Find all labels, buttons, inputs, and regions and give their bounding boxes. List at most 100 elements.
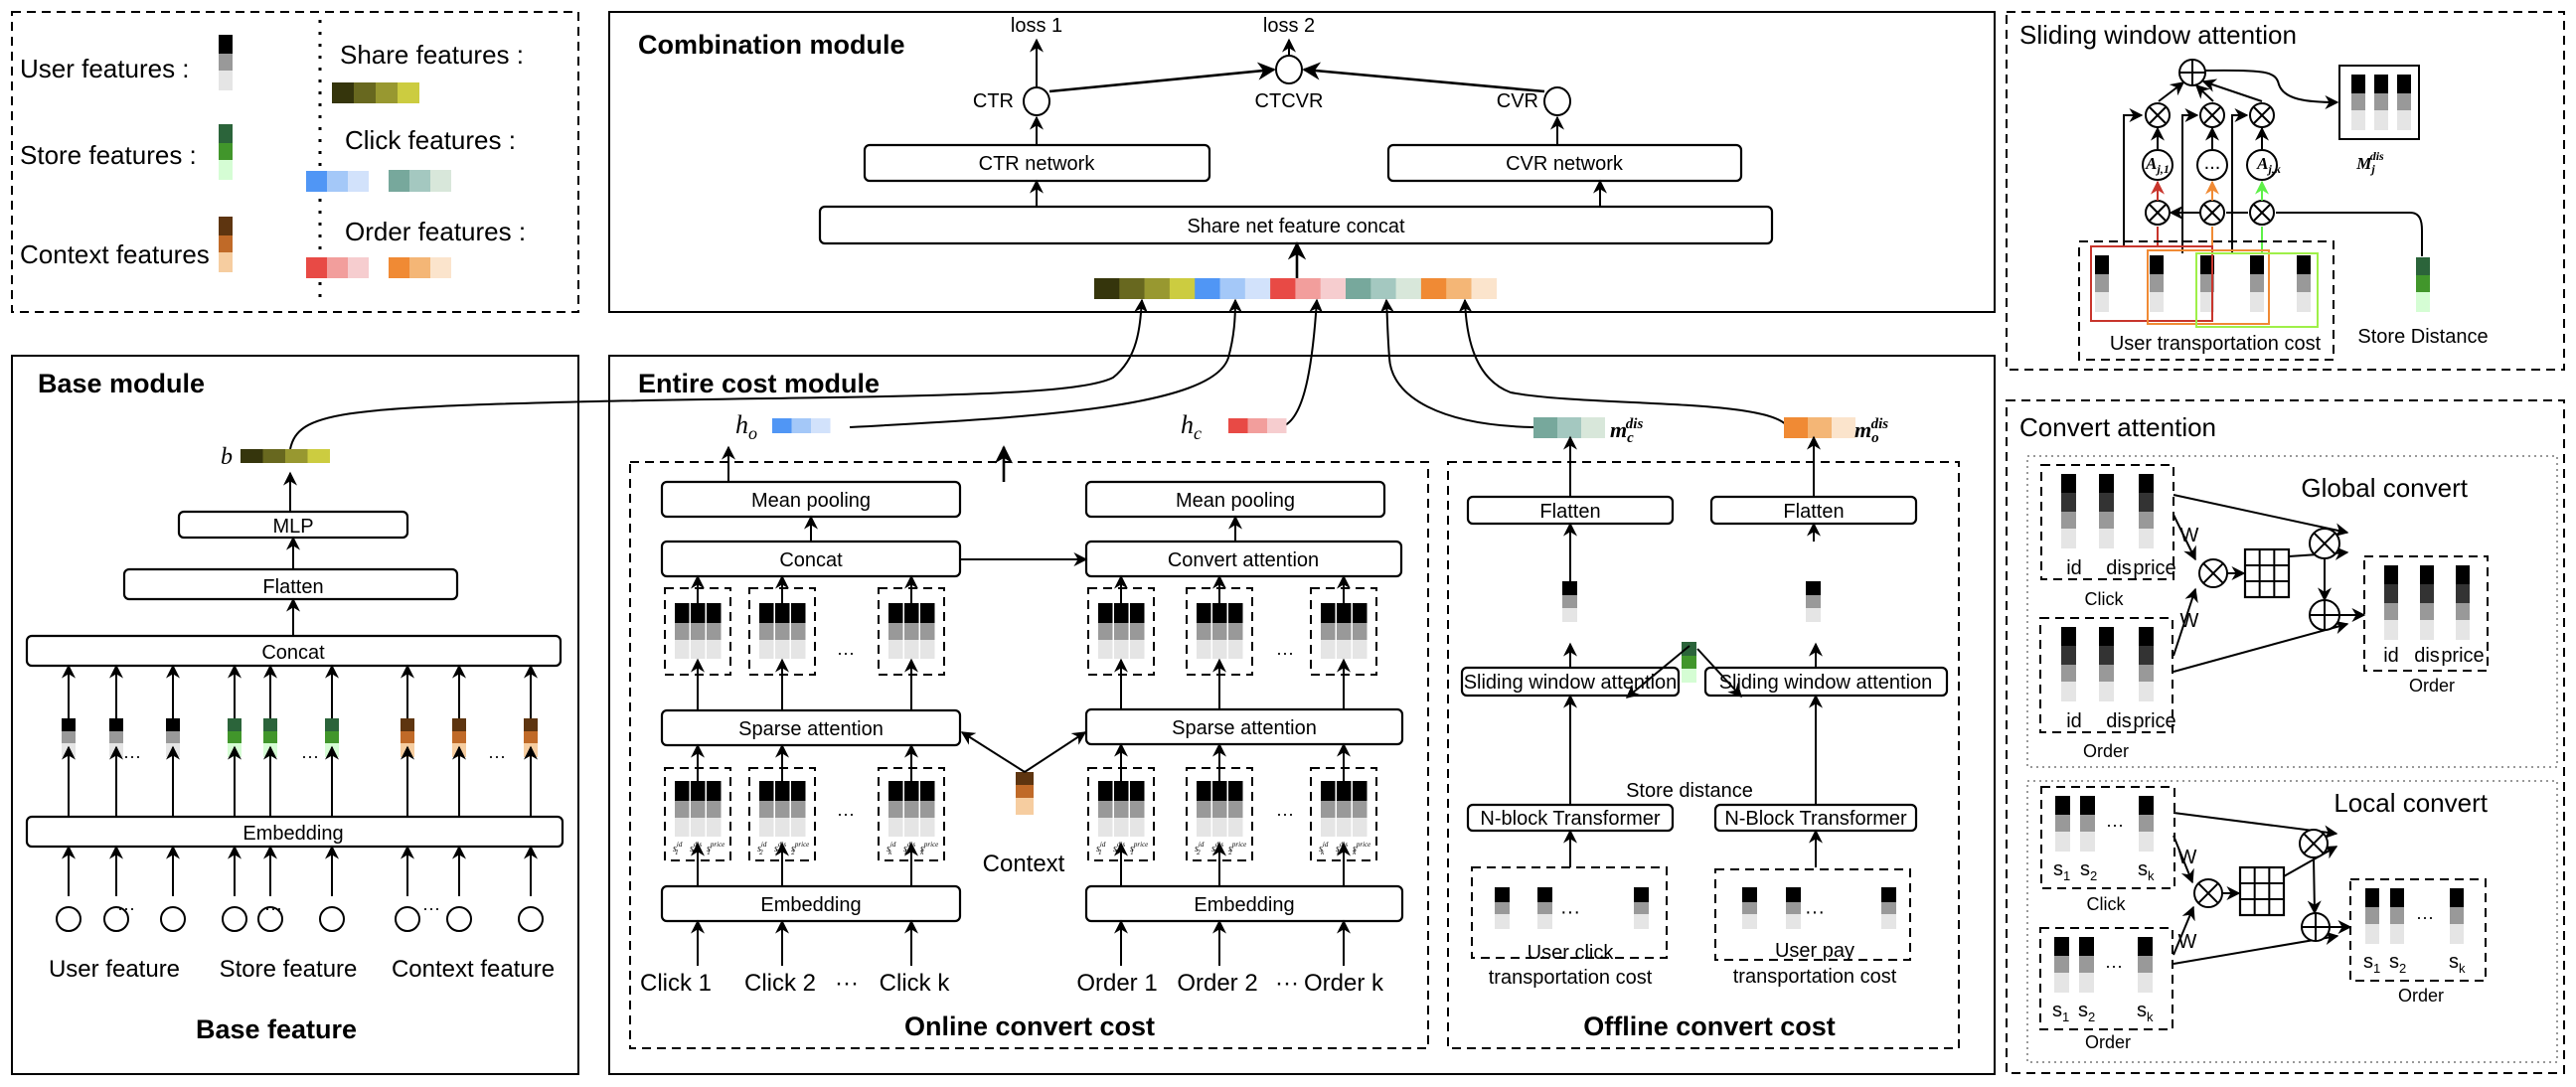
input-feature-node (446, 906, 472, 932)
online-concat-label: Concat (779, 549, 843, 571)
user-cost-cell (2200, 255, 2214, 274)
sequence-embedding-cell (1321, 818, 1336, 837)
sequence-embedding-cell (759, 640, 774, 659)
sliding-window-panel: Sliding window attention Aj,1 ... Aj,k (2006, 11, 2565, 371)
combined-vector-cell (1420, 278, 1447, 299)
base-concat-label: Concat (261, 642, 325, 664)
combined-vector-cell (1169, 278, 1196, 299)
m-dis-cell (2397, 93, 2411, 110)
sequence-embedding-cell (707, 801, 722, 818)
convert-attention-panel: Convert attention Global convert id dis … (2006, 399, 2565, 1074)
legend-share-cell (332, 82, 354, 103)
global-output-cell (2456, 565, 2470, 584)
sequence-embedding-cell (1212, 640, 1227, 659)
ellipsis: ··· (123, 746, 141, 766)
store-distance-vector (1682, 642, 1742, 699)
legend-click-swatch (306, 170, 451, 192)
user-pay-cost-box (1714, 868, 1911, 961)
m-c-dis-vector (1533, 417, 1605, 438)
attention-output-cell (1562, 581, 1577, 595)
connector-curves (289, 298, 1790, 450)
transportation-cost-cell (1537, 902, 1552, 914)
entire-cost-module: Entire cost module ho hc mcdis modis Mea… (608, 355, 1996, 1075)
loss1-label: loss 1 (1011, 15, 1062, 37)
transportation-cost-cell (1742, 887, 1757, 902)
base-embedding-box (25, 815, 564, 849)
b-vector-cell (307, 449, 330, 463)
g-order-id: id (2066, 710, 2082, 732)
local-order-cell (2054, 937, 2069, 956)
global-order-cell (2139, 646, 2154, 665)
h-o-vector (772, 418, 831, 433)
sequence-embedding-cell (1321, 603, 1336, 623)
ellipsis: ··· (1276, 643, 1294, 663)
distance-multiply-nodes (2145, 200, 2275, 226)
sequence-embedding-cell (675, 781, 690, 801)
local-order-cell (2054, 973, 2069, 993)
h-o-cell (791, 418, 811, 433)
arrow-sum-to-m (2204, 69, 2339, 109)
input-feature-node (103, 906, 129, 932)
store-distance-cell (1682, 669, 1696, 683)
global-order-cell (2139, 665, 2154, 682)
sequence-embedding-cell (791, 818, 806, 837)
h-c-cell (1267, 418, 1287, 433)
online-footer: Online convert cost (904, 1011, 1155, 1041)
global-output-cell (2456, 620, 2470, 640)
ellipsis: ··· (2416, 907, 2434, 927)
legend-context-cell (219, 252, 233, 272)
sequence-label: s1 (2363, 951, 2380, 976)
combined-vector-cell (1244, 278, 1271, 299)
transportation-cost-cell (1634, 887, 1649, 902)
global-click-cell (2099, 493, 2114, 512)
attention-output-cell (1562, 608, 1577, 622)
order-embedding-label: Embedding (1194, 894, 1294, 916)
m-c-cell (1533, 417, 1557, 438)
m-o-cell (1784, 417, 1808, 438)
g-out-label: Order (2409, 676, 2455, 696)
sequence-embedding-cell (675, 640, 690, 659)
g-out-dis: dis (2414, 645, 2440, 667)
ellipsis: ··· (837, 643, 855, 663)
sequence-embedding-cell (920, 603, 935, 623)
local-output-cell (2365, 924, 2379, 944)
sequence-embedding-cell (888, 801, 903, 818)
sequence-label: sk (2137, 1000, 2154, 1024)
local-output-cell (2390, 888, 2404, 907)
h-o-label: ho (735, 410, 757, 443)
sequence-embedding-cell (1353, 781, 1368, 801)
legend-user-label: User features : (20, 54, 190, 83)
user-cost-cell (2297, 292, 2311, 312)
user-click-cost-box (1471, 866, 1668, 959)
user-cost-cell (2095, 255, 2109, 274)
online-convert-cost: Mean pooling Mean pooling Concat Convert… (629, 445, 1429, 1049)
sequence-embedding-cell (1130, 603, 1145, 623)
b-vector (241, 449, 330, 463)
store-distance-cell (2416, 292, 2430, 312)
transportation-cost-vectors (1495, 887, 1896, 929)
legend-store-cell (219, 143, 233, 160)
base-embedding-cell (325, 731, 339, 743)
offline-convert-cost: Flatten Flatten Sliding window attention… (1447, 435, 1960, 1049)
base-embedding-cell (62, 718, 76, 731)
window-orange (2147, 249, 2270, 325)
legend-click-cell (348, 171, 369, 192)
global-click-cell (2061, 529, 2076, 548)
transportation-cost-cell (1495, 887, 1510, 902)
transportation-cost-cell (1742, 902, 1757, 914)
ellipsis: ··· (1276, 804, 1294, 824)
sequence-embedding-cell (1130, 818, 1145, 837)
sequence-embedding-cell (1098, 818, 1113, 837)
l-out-label: Order (2398, 986, 2444, 1006)
curve-hc-to-order (1279, 298, 1324, 428)
sequence-embedding-cell (1353, 640, 1368, 659)
legend-order-swatch (306, 257, 451, 278)
m-dis-vectors (2351, 75, 2411, 130)
sequence-embedding-cell (1114, 640, 1129, 659)
user-cost-label: User transportation cost (2110, 333, 2322, 355)
local-order-group (2039, 927, 2174, 1030)
l-click-label: Click (2087, 894, 2127, 914)
